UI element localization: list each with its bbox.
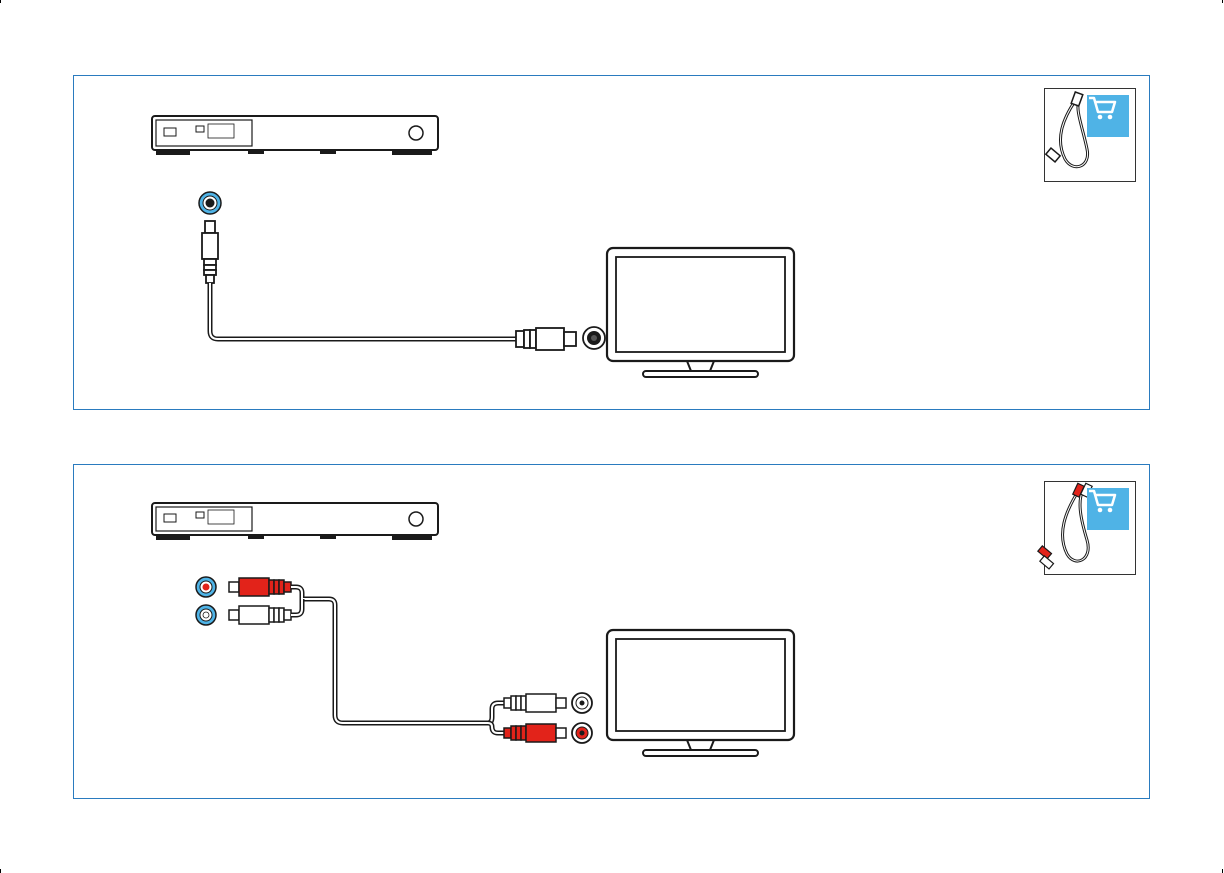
panel-analog-connection xyxy=(73,464,1150,799)
tv-device xyxy=(607,630,794,756)
coaxial-cable-product-card[interactable] xyxy=(1044,88,1136,182)
crop-mark-top-right xyxy=(1222,0,1223,3)
coaxial-plug-player xyxy=(202,221,218,283)
tv-device xyxy=(607,248,794,377)
crop-mark-bottom-left xyxy=(0,869,1,873)
panel-coaxial-connection xyxy=(73,75,1150,410)
crop-mark-top-left xyxy=(0,0,1,3)
analog-diagram xyxy=(74,465,1151,800)
coaxial-plug-tv xyxy=(516,328,576,350)
coaxial-output-jack xyxy=(199,192,221,214)
rca-plug-red-player xyxy=(229,578,291,596)
rca-plug-white-player xyxy=(229,606,291,624)
tv-coaxial-input-jack xyxy=(583,327,605,349)
rca-stereo-cable xyxy=(291,587,504,733)
audio-player-device xyxy=(152,503,438,540)
coaxial-diagram xyxy=(74,76,1151,411)
crop-mark-bottom-right xyxy=(1222,869,1223,873)
shopping-cart-icon xyxy=(1087,95,1129,137)
rca-cable-product-card[interactable] xyxy=(1044,481,1136,575)
coaxial-cable xyxy=(210,283,516,339)
shopping-cart-icon xyxy=(1087,488,1129,530)
tv-analog-input-jack-white xyxy=(572,693,592,713)
analog-output-jack-white xyxy=(196,605,216,625)
rca-plug-white-tv xyxy=(504,694,566,712)
rca-plug-red-tv xyxy=(504,724,566,742)
audio-player-device xyxy=(152,116,438,155)
analog-output-jack-red xyxy=(196,577,216,597)
tv-analog-input-jack-red xyxy=(572,723,592,743)
